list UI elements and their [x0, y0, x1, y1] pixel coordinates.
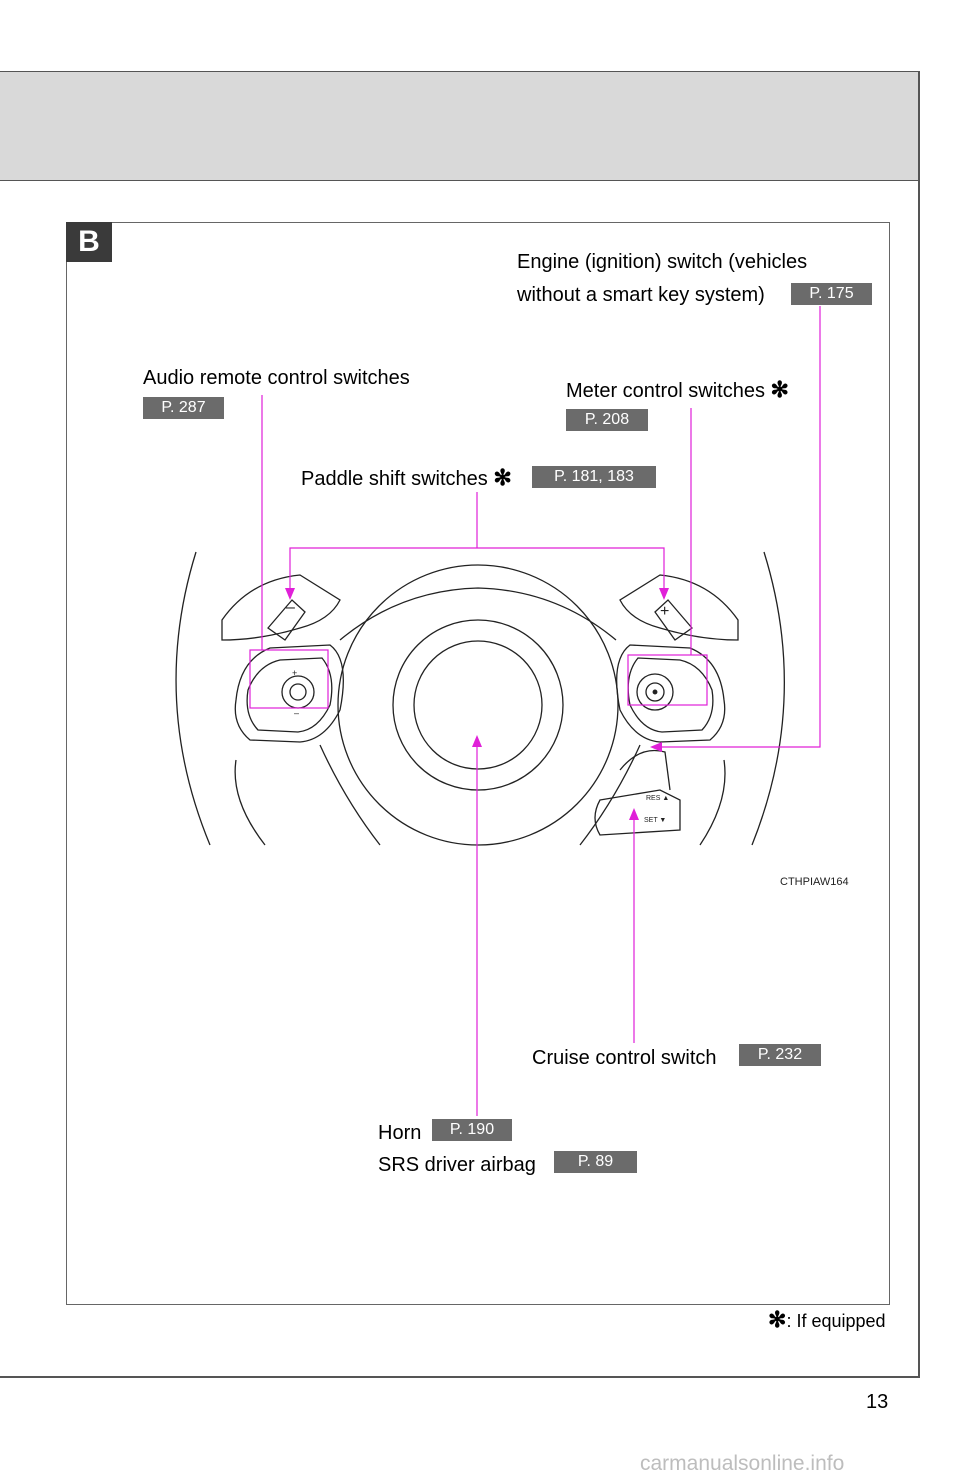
horn-label: Horn	[378, 1122, 422, 1144]
svg-text:–: –	[286, 599, 295, 616]
illustration-code: CTHPIAW164	[780, 876, 849, 888]
header-band	[0, 71, 920, 181]
meter-switches-label-text: Meter control switches	[566, 380, 765, 402]
airbag-label: SRS driver airbag	[378, 1154, 536, 1176]
if-equipped-asterisk-icon: ✻	[770, 377, 789, 402]
if-equipped-asterisk-icon: ✻	[768, 1307, 787, 1332]
watermark: carmanualsonline.info	[640, 1452, 845, 1475]
svg-text:+: +	[660, 603, 669, 620]
paddle-switches-label: Paddle shift switches ✻	[301, 466, 512, 491]
paddle-switches-page-ref[interactable]: P. 181, 183	[532, 466, 656, 488]
footnote: ✻: If equipped	[768, 1307, 886, 1333]
svg-text:RES ▲: RES ▲	[646, 795, 669, 802]
cruise-switch-label: Cruise control switch	[532, 1047, 717, 1069]
page-frame	[918, 71, 920, 1377]
engine-switch-page-ref[interactable]: P. 175	[791, 283, 872, 305]
page-number: 13	[866, 1391, 889, 1413]
footnote-text: : If equipped	[786, 1311, 886, 1331]
airbag-page-ref[interactable]: P. 89	[554, 1151, 637, 1173]
cruise-switch-page-ref[interactable]: P. 232	[739, 1044, 821, 1066]
horn-page-ref[interactable]: P. 190	[432, 1119, 512, 1141]
svg-text:SET ▼: SET ▼	[644, 817, 666, 824]
svg-text:+: +	[292, 668, 297, 678]
meter-switches-label: Meter control switches ✻	[566, 378, 789, 403]
engine-switch-label-line1: Engine (ignition) switch (vehicles	[517, 251, 808, 273]
section-badge: B	[66, 222, 112, 262]
illustration-panel	[66, 222, 890, 1305]
audio-switches-label: Audio remote control switches	[143, 367, 410, 389]
audio-switches-page-ref[interactable]: P. 287	[143, 397, 224, 419]
paddle-switches-label-text: Paddle shift switches	[301, 468, 488, 490]
svg-text:–: –	[294, 708, 299, 718]
engine-switch-label-line2: without a smart key system)	[517, 284, 765, 306]
meter-switches-page-ref[interactable]: P. 208	[566, 409, 648, 431]
bottom-rule	[0, 1376, 920, 1378]
if-equipped-asterisk-icon: ✻	[493, 465, 512, 490]
